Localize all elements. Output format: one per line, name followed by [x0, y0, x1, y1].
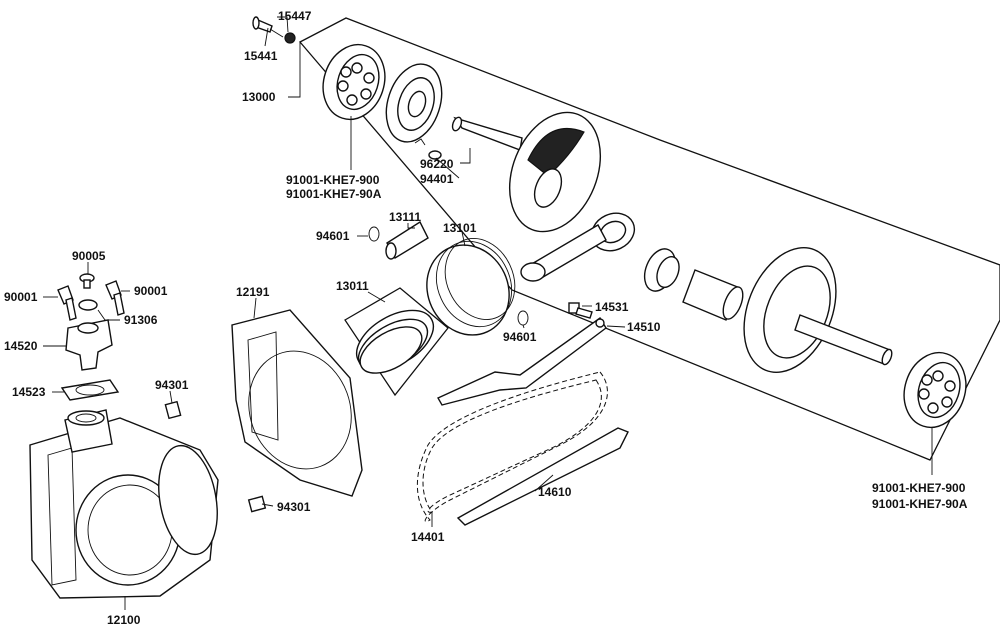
- dowel-pin-bottom: [247, 495, 267, 513]
- gasket-14523: [60, 379, 120, 401]
- bearing-right: [903, 351, 967, 429]
- label-12191: 12191: [236, 285, 270, 299]
- label-91306: 91306: [124, 313, 158, 327]
- bolt-90001-right: [105, 280, 125, 316]
- label-13101: 13101: [443, 221, 477, 235]
- label-91001-khe7-90a-bottom: 91001-KHE7-90A: [872, 497, 968, 511]
- crank-pin: [682, 269, 744, 321]
- nut-15447: [284, 32, 296, 44]
- label-90005: 90005: [72, 249, 106, 263]
- cylinder-gasket: [231, 309, 363, 497]
- crank-nut: [428, 150, 442, 160]
- crank-half-left: [451, 111, 602, 233]
- crankshaft-assembly-outline: [298, 17, 1000, 461]
- label-94601-bottom: 94601: [503, 330, 537, 344]
- cylinder-block: [29, 409, 219, 599]
- screw-90005: [79, 273, 95, 289]
- part-labels: 15447 15441 13000 91001-KHE7-900 91001-K…: [4, 9, 968, 627]
- crank-half-right: [743, 247, 893, 373]
- label-14520: 14520: [4, 339, 38, 353]
- label-14531: 14531: [595, 300, 629, 314]
- tensioner-lifter: [65, 319, 113, 371]
- oil-seal: [385, 63, 443, 143]
- label-14401: 14401: [411, 530, 445, 544]
- label-13000: 13000: [242, 90, 276, 104]
- label-14523: 14523: [12, 385, 46, 399]
- label-94301-bottom: 94301: [277, 500, 311, 514]
- needle-bearing: [643, 248, 680, 292]
- label-91001-khe7-900-bottom: 91001-KHE7-900: [872, 481, 966, 495]
- woodruff-key: [414, 138, 426, 146]
- circlip-top: [368, 226, 380, 242]
- label-94601-top: 94601: [316, 229, 350, 243]
- label-96220: 96220: [420, 157, 454, 171]
- label-14510: 14510: [627, 320, 661, 334]
- bolt-14531: [568, 302, 593, 319]
- o-ring-91306: [78, 299, 98, 311]
- connecting-rod: [520, 212, 636, 282]
- label-94401: 94401: [420, 172, 454, 186]
- label-13111: 13111: [389, 210, 421, 224]
- leader-lines: [43, 16, 933, 610]
- piston-pin: [385, 220, 429, 260]
- label-91001-khe7-900-top: 91001-KHE7-900: [286, 173, 380, 187]
- label-15447: 15447: [278, 9, 312, 23]
- label-15441: 15441: [244, 49, 278, 63]
- bolt-90001-left: [57, 285, 77, 321]
- label-90001-left: 90001: [4, 290, 38, 304]
- label-94301-top: 94301: [155, 378, 189, 392]
- piston: [426, 238, 516, 336]
- piston-ring-set: [344, 287, 449, 397]
- bolt-15441: [252, 16, 273, 33]
- label-14610: 14610: [538, 485, 572, 499]
- bearing-left: [322, 43, 386, 121]
- chain-tensioner-arm: [437, 316, 607, 406]
- label-12100: 12100: [107, 613, 141, 627]
- circlip-bottom: [517, 310, 529, 326]
- label-90001-right: 90001: [134, 284, 168, 298]
- label-13011: 13011: [336, 279, 369, 293]
- label-91001-khe7-90a-top: 91001-KHE7-90A: [286, 187, 382, 201]
- dowel-pin-top: [164, 400, 182, 420]
- cam-chain: [416, 371, 608, 522]
- chain-guide: [456, 427, 629, 526]
